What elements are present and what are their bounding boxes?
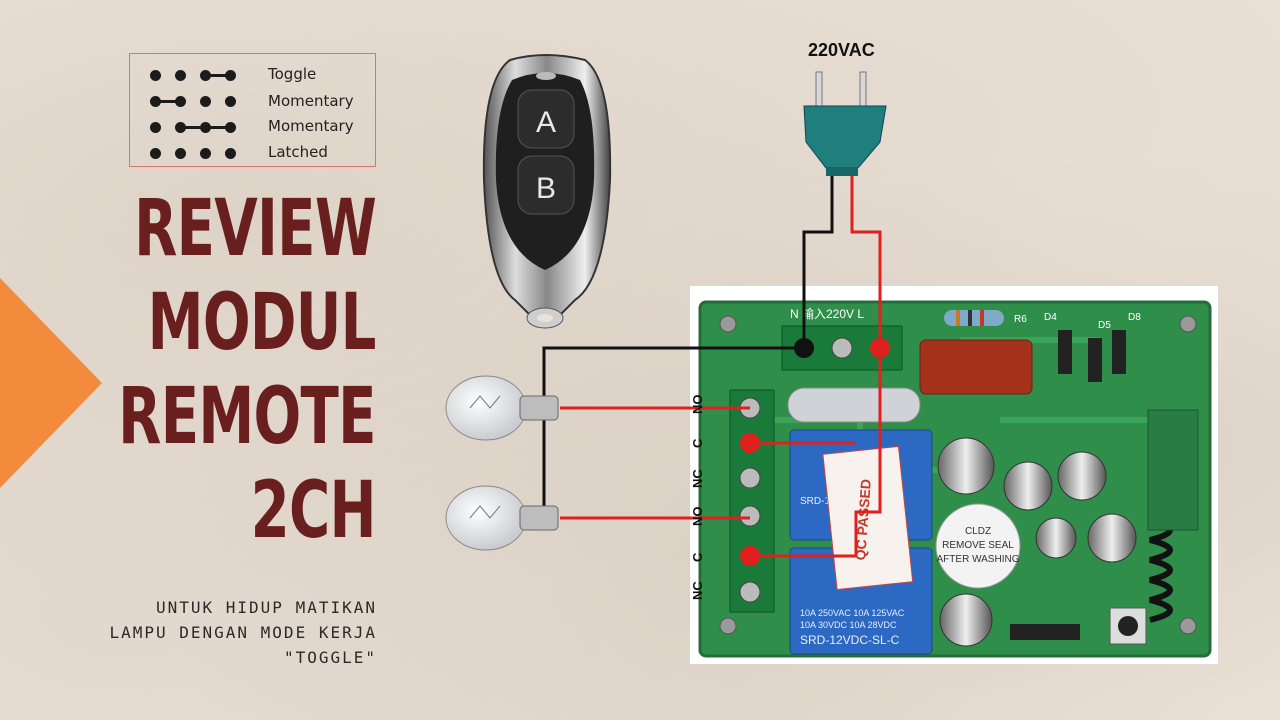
svg-text:REMOVE SEAL: REMOVE SEAL [942,540,1014,551]
svg-text:QC PASSED: QC PASSED [852,478,874,560]
latched-pattern-icon [148,142,248,164]
remote-control-icon: A B [482,54,612,329]
terminal-label-nc-1: NC [690,469,705,488]
input-terminal-label: N 输入220V L [790,306,864,321]
terminal-label-c-2: C [690,552,705,562]
legend-latched-label: Latched [268,143,328,161]
svg-text:D5: D5 [1098,320,1111,331]
mode-legend: Toggle Momentary Momentary Latched [129,53,376,167]
light-bulb-top-icon [445,375,559,441]
relay-module-board: N 输入220V L R6 D4 D5 D8 SRD-12VDC-SL-C 10… [690,286,1218,664]
svg-text:R6: R6 [1014,314,1027,325]
relay-rating-2: 10A 30VDC 10A 28VDC [800,620,897,630]
subtitle-line-1: UNTUK HIDUP MATIKAN [155,598,377,617]
legend-momentary-2-label: Momentary [268,117,354,135]
remote-button-b-label: B [536,172,556,205]
terminal-label-no-1: NO [690,394,705,415]
svg-text:AFTER WASHING: AFTER WASHING [937,554,1020,565]
voltage-label: 220VAC [808,40,875,60]
subtitle-line-3: "TOGGLE" [283,648,377,667]
headline-line-4: 2CH [250,466,377,556]
qc-passed-sticker: QC PASSED [822,445,914,591]
power-plug-icon [803,71,887,176]
remote-button-a-label: A [536,106,556,139]
svg-text:D4: D4 [1044,312,1057,323]
subtitle-line-2: LAMPU DENGAN MODE KERJA [109,623,377,642]
toggle-pattern-icon [148,64,248,86]
terminal-label-c-1: C [690,438,705,448]
orange-arrow-decoration [0,278,102,488]
light-bulb-bottom-icon [445,485,559,551]
terminal-label-no-2: NO [690,506,705,527]
legend-momentary-label: Momentary [268,92,354,110]
legend-toggle-label: Toggle [268,65,317,83]
terminal-label-nc-2: NC [690,581,705,600]
headline-line-2: MODUL [147,278,377,368]
relay-rating-1: 10A 250VAC 10A 125VAC [800,608,905,618]
relay-bottom-model: SRD-12VDC-SL-C [800,633,900,647]
svg-text:D8: D8 [1128,312,1141,323]
momentary-pattern-2-icon [148,116,248,138]
svg-text:CLDZ: CLDZ [965,526,991,537]
momentary-pattern-icon [148,90,248,112]
headline-line-3: REMOTE [118,372,376,462]
headline-line-1: REVIEW [134,184,377,274]
